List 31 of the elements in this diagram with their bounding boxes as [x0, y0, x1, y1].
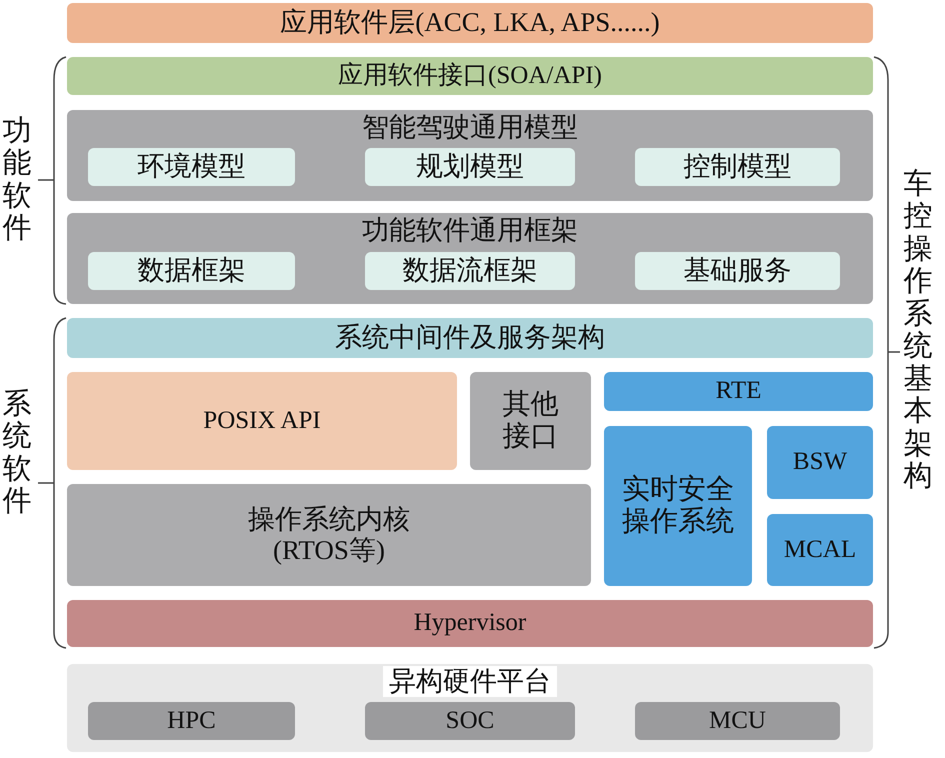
panel-title: 智能驾驶通用模型	[361, 112, 579, 144]
module-box	[67, 484, 591, 586]
module-box: 控制模型	[635, 148, 840, 186]
module-box: 数据框架	[88, 252, 295, 290]
panel-title: 功能软件通用框架	[361, 215, 579, 246]
box-subtitle: (RTOS等)	[273, 535, 385, 566]
module-box: BSW	[767, 426, 873, 499]
module-box: MCU	[635, 702, 840, 740]
module-box: MCAL	[767, 514, 873, 586]
layer-panel	[67, 110, 873, 201]
module-box: 实时安全操作系统	[604, 426, 752, 586]
layer-bar: 系统中间件及服务架构	[67, 318, 873, 358]
module-box: 数据流框架	[365, 252, 575, 290]
module-box: RTE	[604, 372, 873, 411]
layer-bar: 应用软件层(ACC, LKA, APS......)	[67, 3, 873, 43]
layer-panel	[67, 213, 873, 304]
module-box: SOC	[365, 702, 575, 740]
module-box: HPC	[88, 702, 295, 740]
box-title: 操作系统内核	[248, 504, 410, 535]
layer-bar: Hypervisor	[67, 600, 873, 647]
layer-panel	[67, 664, 873, 752]
layer-bar: 应用软件接口(SOA/API)	[67, 57, 873, 95]
bracket-label: 车控操作系统基本架构	[903, 168, 933, 493]
module-box: POSIX API	[67, 372, 457, 470]
module-box: 基础服务	[635, 252, 840, 290]
module-box: 环境模型	[88, 148, 295, 186]
module-box: 规划模型	[365, 148, 575, 186]
module-box: 其他接口	[470, 372, 591, 470]
panel-title: 异构硬件平台	[383, 666, 557, 698]
bracket-label: 功能软件	[2, 115, 32, 245]
bracket-label: 系统软件	[2, 388, 32, 518]
